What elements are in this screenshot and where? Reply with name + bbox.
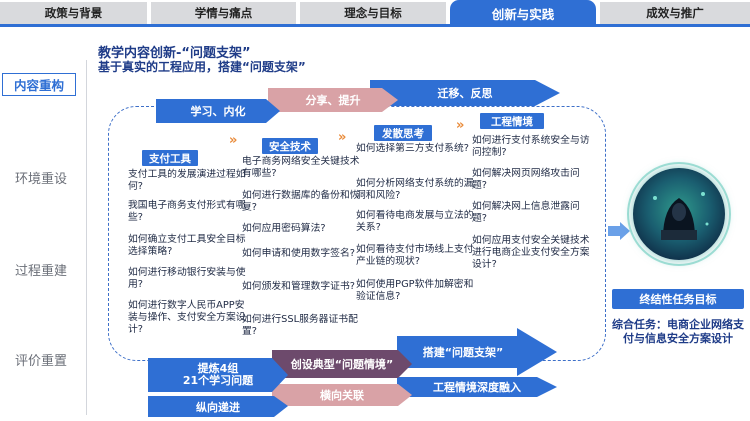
tab-policy[interactable]: 政策与背景 [0,2,147,24]
create-scenario-banner: 创设典型“问题情境” [272,350,412,378]
hacker-icon [633,168,725,260]
question-item: 如何应用密码算法? [242,223,326,234]
vertical-progression-arrow: 纵向递进 [148,396,288,417]
chevron-right-icon: » [338,130,347,145]
chevron-right-icon: » [229,133,238,148]
question-item: 如何看待支付市场线上支付产业链的现状? [356,244,474,267]
column-title-payment-tools: 支付工具 [142,150,198,166]
to-goal-arrow [608,222,630,240]
question-item: 如何颁发和管理数字证书? [242,281,355,292]
question-item: 如何解决网页网络攻击问题? [472,168,580,191]
question-item: 如何进行SSL服务器证书配置? [242,314,358,337]
sidebar-item-environment[interactable]: 环境重设 [14,172,67,187]
question-item: 如何进行数字人民币APP安装与操作、支付安全方案设计? [128,300,246,335]
deep-integration-arrow: 工程情境深度融入 [397,375,557,399]
tab-innovation[interactable]: 创新与实践 [450,0,596,27]
hero-ring [627,162,731,266]
question-item: 如何选择第三方支付系统? [356,143,469,154]
top-tab-bar: 政策与背景 学情与痛点 理念与目标 创新与实践 成效与推广 [0,0,750,27]
horizontal-link-arrow: 横向关联 [272,384,412,406]
question-item: 电子商务网络安全关键技术有哪些? [242,156,360,179]
build-scaffold-arrow: 搭建“问题支架” [397,328,557,376]
sidebar-item-process[interactable]: 过程重建 [14,264,67,279]
tab-learning[interactable]: 学情与痛点 [151,2,296,24]
question-item: 如何申请和使用数字签名? [242,248,355,259]
question-item: 如何确立支付工具安全目标选择策略? [128,234,246,257]
question-item: 如何应用支付安全关键技术进行电商企业支付安全方案设计? [472,235,590,270]
question-item: 支付工具的发展演进过程如何? [128,169,246,192]
refine-arrow: 提炼4组 21个学习问题 [148,358,288,392]
column-title-divergent-thinking: 发散思考 [374,125,432,141]
tab-results[interactable]: 成效与推广 [600,2,750,24]
column-title-engineering-scenario: 工程情境 [480,113,544,129]
sidebar-item-content[interactable]: 内容重构 [2,73,76,96]
column-title-security-tech: 安全技术 [262,138,318,154]
final-task-title: 终结性任务目标 [612,289,744,309]
page-subtitle: 基于真实的工程应用，搭建“问题支架” [98,60,306,74]
question-item: 如何使用PGP软件加解密和验证信息? [356,279,474,302]
question-item: 我国电子商务支付形式有哪些? [128,200,246,223]
sidebar-item-evaluation[interactable]: 评价重置 [14,354,67,369]
page-title: 教学内容创新-“问题支架” [98,46,251,61]
sidebar-divider [86,60,87,415]
question-item: 如何看待电商发展与立法的关系? [356,210,474,233]
share-arrow: 分享、提升 [268,88,398,112]
question-item: 如何解决网上信息泄露问题? [472,201,580,224]
final-task-description: 综合任务：电商企业网络支付与信息安全方案设计 [612,318,744,345]
tab-underline [0,24,750,27]
question-item: 如何分析网络支付系统的漏洞和风险? [356,178,474,201]
question-item: 如何进行数据库的备份和恢复? [242,190,360,213]
tab-concept[interactable]: 理念与目标 [300,2,446,24]
question-item: 如何进行支付系统安全与访问控制? [472,135,590,158]
learn-arrow: 学习、内化 [156,99,280,123]
question-item: 如何进行移动银行安装与使用? [128,267,246,290]
transfer-arrow: 迁移、反思 [370,78,560,108]
chevron-right-icon: » [456,118,465,133]
